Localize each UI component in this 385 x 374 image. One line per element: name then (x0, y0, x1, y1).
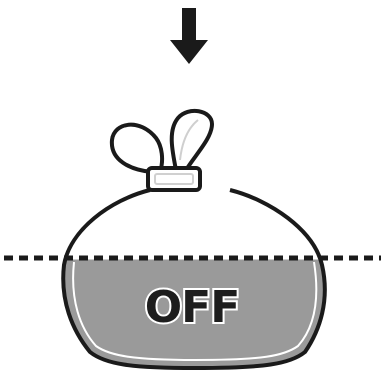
bag-label: OFF (145, 282, 240, 333)
bag-fill (63, 258, 325, 368)
arrow-down-icon (170, 8, 208, 64)
bag-icon: OFF (61, 108, 327, 370)
